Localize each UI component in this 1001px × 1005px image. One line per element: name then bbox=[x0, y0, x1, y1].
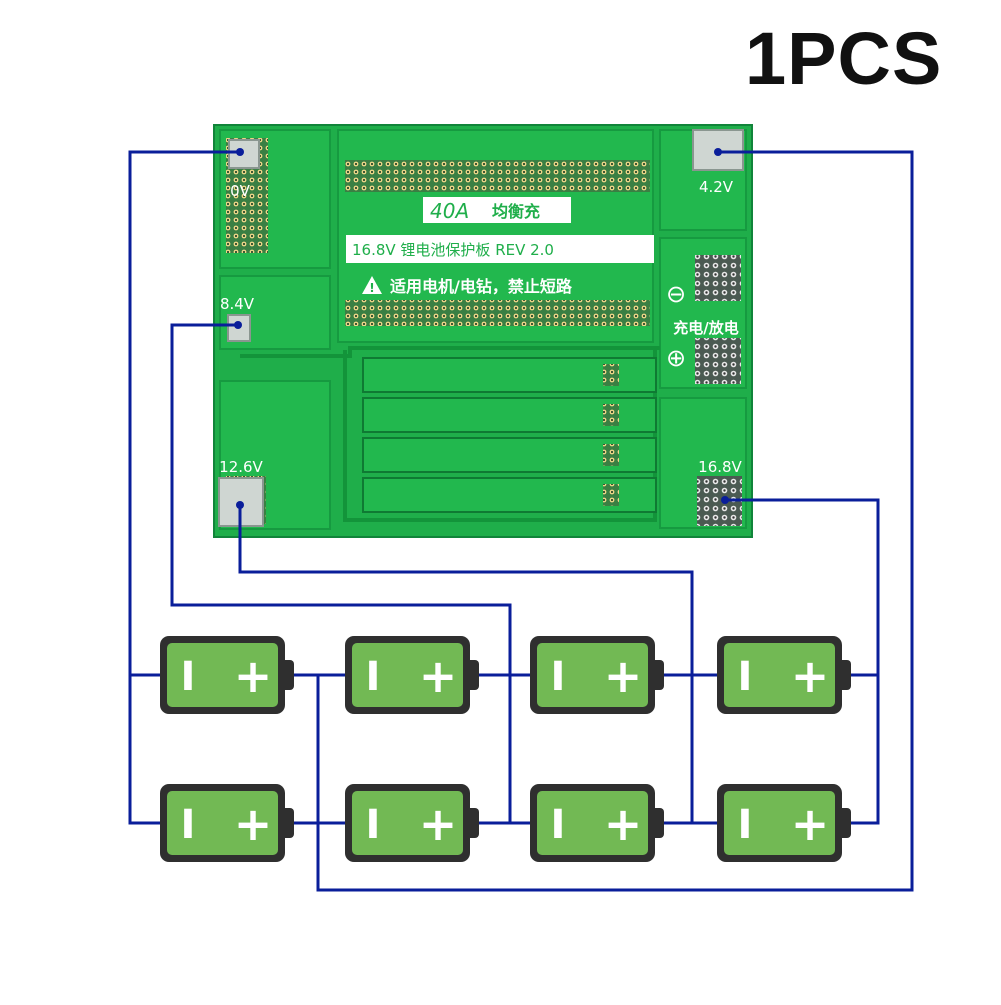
battery-positive-symbol: + bbox=[419, 797, 458, 851]
battery-cell: I+ bbox=[160, 636, 294, 714]
minus-symbol: ⊖ bbox=[666, 280, 686, 308]
plus-symbol: ⊕ bbox=[666, 344, 686, 372]
battery-negative-symbol: I bbox=[551, 802, 566, 848]
current-rating-label: 40A bbox=[430, 199, 469, 223]
battery-negative-symbol: I bbox=[366, 654, 381, 700]
via-array bbox=[345, 160, 650, 192]
current-label-box bbox=[423, 197, 571, 223]
battery-cell: I+ bbox=[530, 636, 664, 714]
warning-icon bbox=[362, 276, 382, 294]
battery-positive-symbol: + bbox=[791, 649, 830, 703]
battery-positive-symbol: + bbox=[234, 797, 273, 851]
via-array bbox=[345, 300, 650, 326]
battery-positive-symbol: + bbox=[604, 649, 643, 703]
mosfet-bank bbox=[362, 357, 657, 513]
battery-fill bbox=[352, 791, 463, 855]
battery-positive-symbol: + bbox=[791, 797, 830, 851]
battery-negative-symbol: I bbox=[181, 802, 196, 848]
battery-cell: I+ bbox=[717, 784, 851, 862]
pad-label: 4.2V bbox=[699, 178, 734, 196]
battery-fill bbox=[724, 791, 835, 855]
battery-negative-symbol: I bbox=[181, 654, 196, 700]
wire-junctions bbox=[234, 148, 729, 509]
board-title: 16.8V 锂电池保护板 REV 2.0 bbox=[352, 241, 554, 259]
battery-negative-symbol: I bbox=[551, 654, 566, 700]
battery-fill bbox=[537, 791, 648, 855]
bms-board: 40A 均衡充 16.8V 锂电池保护板 REV 2.0 ! 适用电机/电钻，禁… bbox=[213, 124, 753, 538]
title-label-box bbox=[346, 235, 654, 263]
balance-label: 均衡充 bbox=[492, 202, 540, 221]
battery-positive-symbol: + bbox=[234, 649, 273, 703]
charge-discharge-label: 充电/放电 bbox=[673, 319, 738, 337]
battery-fill bbox=[167, 791, 278, 855]
pad-label: 16.8V bbox=[698, 458, 742, 476]
battery-fill bbox=[352, 643, 463, 707]
battery-fill bbox=[537, 643, 648, 707]
wire-0v bbox=[128, 150, 240, 825]
battery-fill bbox=[167, 643, 278, 707]
battery-cell: I+ bbox=[345, 784, 479, 862]
wire-16-8v bbox=[725, 498, 880, 825]
pad-label: 0V bbox=[230, 182, 251, 200]
wiring bbox=[128, 150, 914, 892]
battery-cell: I+ bbox=[345, 636, 479, 714]
battery-negative-symbol: I bbox=[738, 802, 753, 848]
svg-text:!: ! bbox=[369, 281, 374, 295]
battery-cell: I+ bbox=[717, 636, 851, 714]
battery-negative-symbol: I bbox=[366, 802, 381, 848]
quantity-label: 1PCS bbox=[745, 17, 943, 100]
pad-16-8v: 16.8V bbox=[698, 458, 742, 476]
battery-positive-symbol: + bbox=[604, 797, 643, 851]
pour-region bbox=[219, 275, 331, 350]
pad-label: 12.6V bbox=[219, 458, 263, 476]
wire-8-4v bbox=[170, 323, 512, 823]
output-negative-pad bbox=[695, 255, 741, 301]
output-positive-pad bbox=[695, 338, 741, 384]
battery-fill bbox=[724, 643, 835, 707]
pad-label: 8.4V bbox=[220, 295, 255, 313]
battery-cell: I+ bbox=[160, 784, 294, 862]
pcb-trace bbox=[343, 350, 657, 522]
warning-text: 适用电机/电钻，禁止短路 bbox=[390, 277, 573, 296]
wire-12-6v bbox=[238, 505, 694, 823]
pad-0v: 0V bbox=[228, 139, 260, 200]
battery-cell: I+ bbox=[530, 784, 664, 862]
battery-negative-symbol: I bbox=[738, 654, 753, 700]
wire-4-2v bbox=[316, 150, 914, 892]
battery-array: I+I+I+I+I+I+I+I+ bbox=[160, 636, 851, 862]
battery-positive-symbol: + bbox=[419, 649, 458, 703]
pcb-trace bbox=[240, 346, 660, 358]
